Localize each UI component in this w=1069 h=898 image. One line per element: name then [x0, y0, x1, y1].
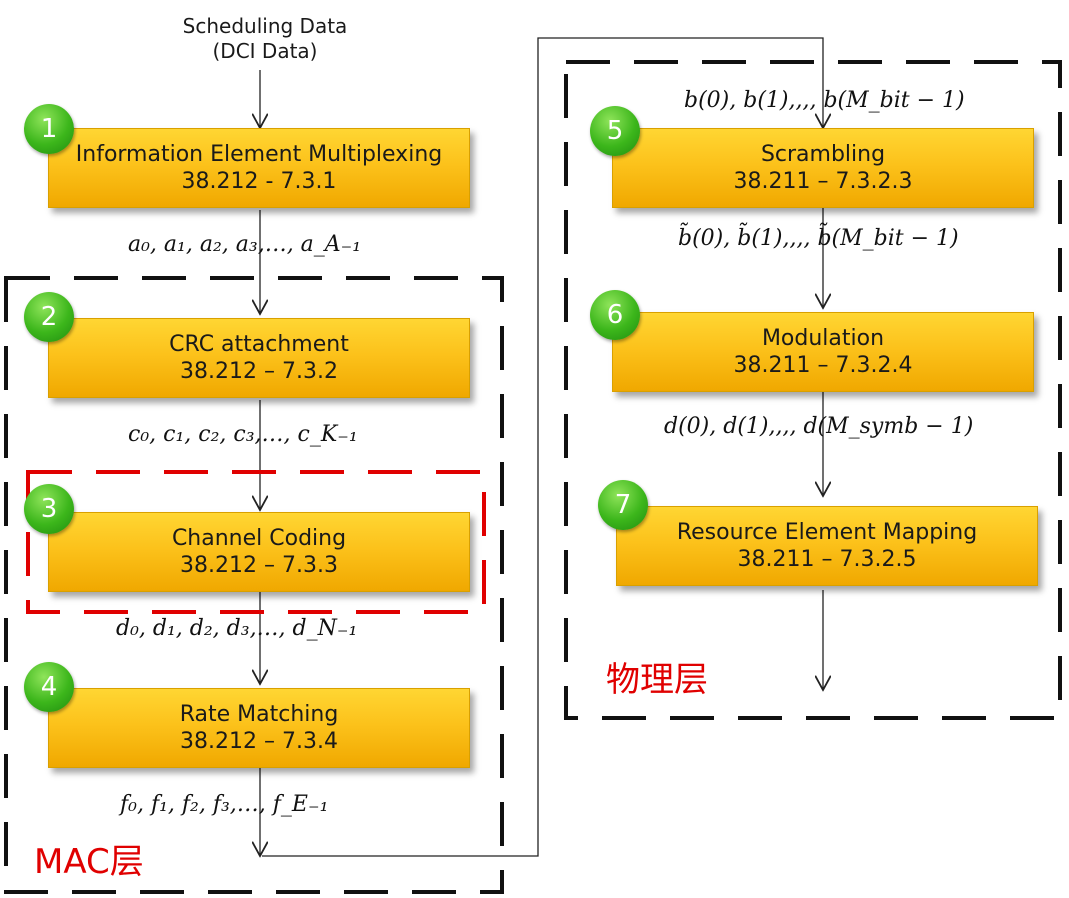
step2-number-badge: 2: [24, 292, 74, 342]
sequence-b-tilde: b̃(0), b̃(1),,,, b̃(M_bit − 1): [678, 226, 959, 251]
phy-layer-frame: [564, 60, 1062, 720]
sequence-b: b(0), b(1),,,, b(M_bit − 1): [684, 88, 965, 113]
mac-layer-frame: [4, 276, 504, 894]
sequence-d-symb: d(0), d(1),,,, d(M_symb − 1): [664, 414, 974, 439]
step3-box: Channel Coding 38.212 – 7.3.3: [48, 512, 470, 592]
step3-ref: 38.212 – 7.3.3: [180, 553, 338, 578]
input-label-line1: Scheduling Data: [182, 14, 348, 38]
step1-box: Information Element Multiplexing 38.212 …: [48, 128, 470, 208]
step3-number-badge: 3: [24, 484, 74, 534]
step6-number-badge: 6: [590, 290, 640, 340]
step3-title: Channel Coding: [171, 526, 347, 551]
step2-title: CRC attachment: [169, 332, 349, 357]
step6-ref: 38.211 – 7.3.2.4: [733, 353, 913, 378]
step2-ref: 38.212 – 7.3.2: [180, 359, 338, 384]
step4-box: Rate Matching 38.212 – 7.3.4: [48, 688, 470, 768]
input-label-line2: (DCI Data): [212, 39, 318, 63]
step6-box: Modulation 38.211 – 7.3.2.4: [612, 312, 1034, 392]
sequence-f: f₀, f₁, f₂, f₃,…, f_E₋₁: [120, 792, 329, 817]
channel-coding-highlight-frame: [26, 470, 486, 614]
step7-number-badge: 7: [598, 480, 648, 530]
mac-layer-label: MAC层: [34, 842, 144, 882]
step5-box: Scrambling 38.211 – 7.3.2.3: [612, 128, 1034, 208]
step7-title: Resource Element Mapping: [676, 520, 978, 545]
step2-box: CRC attachment 38.212 – 7.3.2: [48, 318, 470, 398]
step1-title: Information Element Multiplexing: [75, 142, 443, 167]
connector-mac-to-phy: [262, 37, 823, 857]
step6-title: Modulation: [761, 326, 885, 351]
step5-ref: 38.211 – 7.3.2.3: [733, 169, 913, 194]
step4-number-badge: 4: [24, 662, 74, 712]
step1-ref: 38.212 - 7.3.1: [181, 169, 337, 194]
step7-box: Resource Element Mapping 38.211 – 7.3.2.…: [616, 506, 1038, 586]
step4-ref: 38.212 – 7.3.4: [180, 729, 338, 754]
input-label: Scheduling Data (DCI Data): [160, 14, 370, 64]
sequence-d: d₀, d₁, d₂, d₃,…, d_N₋₁: [116, 616, 358, 641]
step1-number-badge: 1: [24, 104, 74, 154]
step5-number-badge: 5: [590, 106, 640, 156]
step7-ref: 38.211 – 7.3.2.5: [737, 547, 917, 572]
step4-title: Rate Matching: [179, 702, 339, 727]
sequence-c: c₀, c₁, c₂, c₃,…, c_K₋₁: [128, 422, 358, 447]
step5-title: Scrambling: [760, 142, 886, 167]
phy-layer-label: 物理层: [606, 660, 708, 700]
sequence-a: a₀, a₁, a₂, a₃,…, a_A₋₁: [128, 232, 362, 257]
